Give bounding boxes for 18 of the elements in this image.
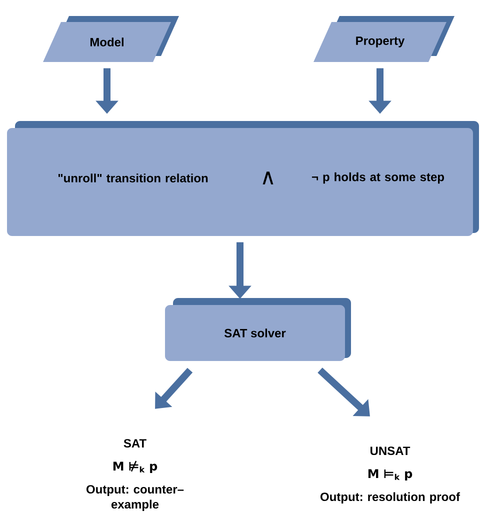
node-label: ∧	[262, 172, 274, 184]
process-box	[7, 121, 479, 236]
result-line: Output: resolution proof	[320, 492, 460, 504]
node-label: ¬ p holds at some step	[312, 172, 444, 184]
node-label: Property	[356, 36, 405, 48]
input-parallelogram	[43, 16, 179, 62]
arrow	[318, 368, 370, 416]
result-line: M ⊭$_{k}$ p	[113, 460, 158, 473]
result-line: SAT	[124, 439, 146, 448]
result-line: UNSAT	[370, 446, 410, 456]
node-label: Model	[90, 38, 124, 46]
input-parallelogram	[314, 16, 454, 62]
node-label: "unroll" transition relation	[58, 174, 208, 182]
process-box	[165, 298, 351, 361]
result-line: M ⊨$_{k}$ p	[368, 469, 412, 480]
node-label: SAT solver	[224, 328, 286, 338]
result-line: Output: counter– example	[86, 485, 184, 511]
arrow	[155, 368, 193, 409]
